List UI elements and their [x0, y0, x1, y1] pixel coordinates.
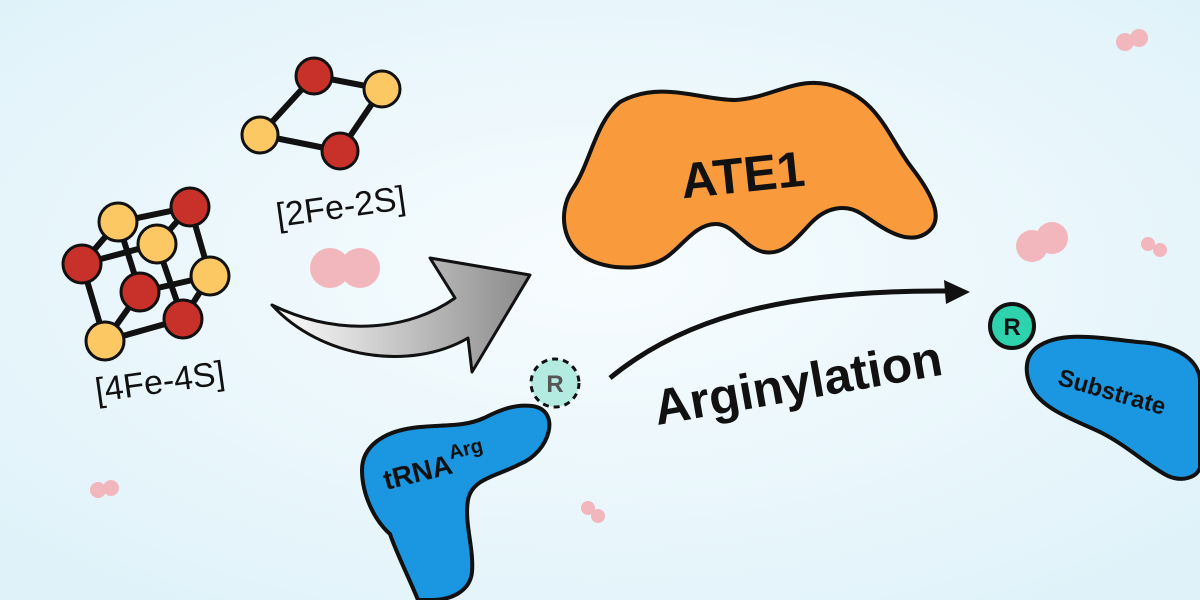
o2-bubble	[1116, 29, 1148, 51]
s-atom	[97, 201, 139, 243]
arginylation-arrow	[608, 288, 949, 380]
fe-atom	[162, 298, 204, 340]
ate1-enzyme	[561, 80, 938, 270]
s-atom	[136, 223, 178, 265]
o2-bubble	[581, 501, 605, 523]
fe-atom	[119, 271, 161, 313]
s-atom	[189, 255, 231, 297]
fe-atom	[320, 131, 360, 171]
fe-atom	[169, 186, 211, 228]
arginine-label-trna: R	[546, 371, 563, 398]
arginine-residue-trna	[529, 357, 581, 409]
s-atom	[84, 320, 126, 362]
arginine-residue-substrate	[988, 302, 1036, 350]
fe-atom	[294, 56, 334, 96]
trna-arg	[359, 403, 552, 600]
cluster-2fe2s	[240, 56, 402, 171]
arginine-label-substrate: R	[1003, 314, 1020, 341]
o2-bubble	[310, 248, 380, 288]
cluster-4fe4s	[61, 186, 231, 362]
s-atom	[362, 69, 402, 109]
arrowhead-icon	[944, 280, 970, 304]
o2-bubble	[1141, 237, 1167, 257]
o2-bubble	[1016, 222, 1068, 262]
fe-atom	[61, 243, 103, 285]
substrate-protein	[1024, 334, 1200, 481]
o2-bubble	[90, 480, 119, 498]
s-atom	[240, 115, 280, 155]
ate1-label: ATE1	[678, 141, 807, 210]
curved-arrow	[270, 256, 532, 374]
